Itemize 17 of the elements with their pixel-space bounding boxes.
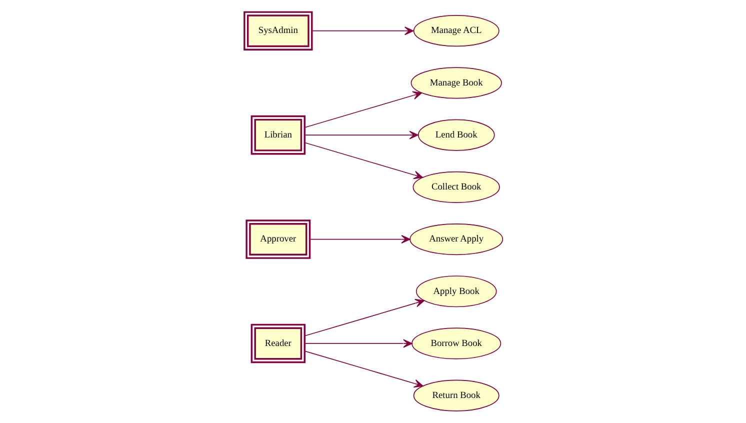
node-ellipse: Borrow Book — [411, 328, 501, 360]
node-ellipse: Manage ACL — [412, 15, 499, 47]
node-box: Librian — [250, 115, 305, 155]
node-box: Reader — [250, 324, 305, 364]
arrow — [309, 234, 410, 244]
arrow — [304, 350, 423, 388]
arrow — [304, 298, 424, 336]
arrow — [304, 130, 418, 140]
node-box: SysAdmin — [243, 11, 312, 50]
node-box: Approver — [245, 220, 310, 259]
node-ellipse: Lend Book — [417, 119, 494, 151]
arrow — [311, 26, 414, 36]
node-ellipse: Apply Book — [415, 276, 496, 308]
node-ellipse: Answer Apply — [409, 223, 503, 256]
arrow — [304, 91, 422, 128]
arrow — [304, 142, 423, 180]
arrow — [304, 339, 412, 348]
